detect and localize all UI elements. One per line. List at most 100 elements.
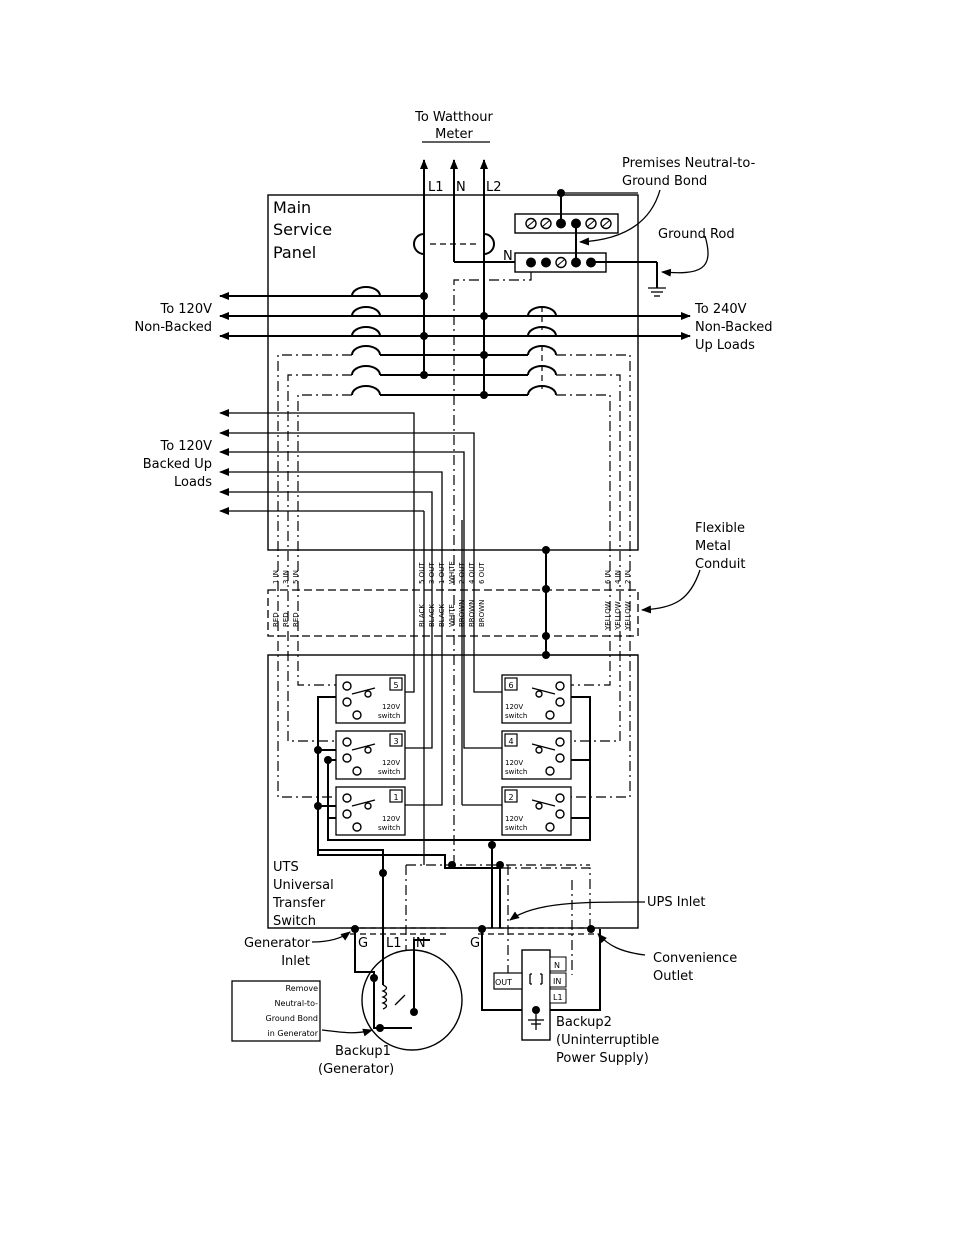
wire-6out: 6 OUT xyxy=(478,562,486,584)
color-yellow-3: YELLOW xyxy=(624,601,632,631)
switch-2-sub2: switch xyxy=(505,824,527,832)
gen-inlet-label-2: Inlet xyxy=(281,954,310,969)
meter-label-2: Meter xyxy=(435,127,473,142)
switch-3-number: 3 xyxy=(393,737,398,746)
wire-5in: 5 IN xyxy=(292,570,300,584)
nonbacked-240-label-2: Non-Backed xyxy=(695,320,773,335)
ups-l1-label: L1 xyxy=(553,993,563,1002)
nonbacked-120-label-2: Non-Backed xyxy=(135,320,213,335)
switch-5-number: 5 xyxy=(393,681,398,690)
switch-3-sub2: switch xyxy=(378,768,400,776)
nonbacked-240-label-3: Up Loads xyxy=(695,338,755,353)
gen-l1-label: L1 xyxy=(386,936,402,951)
feed-l1-label: L1 xyxy=(428,180,444,195)
panel-label-1: Main xyxy=(273,198,311,217)
color-white: WHITE xyxy=(448,604,456,627)
universal-transfer-switch xyxy=(267,654,639,929)
wire-white: WHITE xyxy=(448,561,456,584)
wire-4in: 4 IN xyxy=(614,570,622,584)
switch-6-sub1: 120V xyxy=(505,703,523,711)
convenience-label-2: Outlet xyxy=(653,969,693,984)
color-brown-2: BROWN xyxy=(468,600,476,627)
backed-label-3: Loads xyxy=(174,475,212,490)
remove-bond-leader xyxy=(321,1028,373,1037)
switch-3[interactable] xyxy=(335,730,406,780)
ground-bar xyxy=(514,213,619,234)
switch-1-number: 1 xyxy=(393,793,398,802)
switch-5[interactable] xyxy=(335,674,406,724)
ups-out-label: OUT xyxy=(495,978,512,987)
color-brown-1: BROWN xyxy=(458,600,466,627)
color-yellow-1: YELLOW xyxy=(604,601,612,631)
uts-label-2: Universal xyxy=(273,878,334,893)
meter-feed xyxy=(413,141,520,296)
backed-label-1: To 120V xyxy=(159,439,212,454)
remove-bond-note xyxy=(231,980,321,1042)
switch-2-number: 2 xyxy=(508,793,513,802)
color-red-3: RED xyxy=(292,612,300,627)
conduit-label-1: Flexible xyxy=(695,521,745,536)
panel-label-3: Panel xyxy=(273,243,316,262)
backup1-label-1: Backup1 xyxy=(335,1044,391,1059)
nonbacked-240-label-1: To 240V xyxy=(694,302,747,317)
backup2-label-2: (Uninterruptible xyxy=(556,1033,659,1048)
switch-4-sub1: 120V xyxy=(505,759,523,767)
uts-label-3: Transfer xyxy=(272,896,326,911)
backup2-label-1: Backup2 xyxy=(556,1015,612,1030)
ups-inlet-label: UPS Inlet xyxy=(647,895,706,910)
generator[interactable] xyxy=(354,873,463,1051)
bond-leader xyxy=(579,189,661,246)
wire-2out: 2 OUT xyxy=(458,562,466,584)
panel-label-2: Service xyxy=(273,220,332,239)
switch-1-sub2: switch xyxy=(378,824,400,832)
ups[interactable] xyxy=(481,929,601,1041)
switch-4[interactable] xyxy=(501,730,572,780)
switch-6[interactable] xyxy=(501,674,572,724)
conduit-label-3: Conduit xyxy=(695,557,745,572)
switch-2-sub1: 120V xyxy=(505,815,523,823)
feed-n-label: N xyxy=(456,180,466,195)
ups-n-label: N xyxy=(554,961,560,970)
nonbacked-120-label-1: To 120V xyxy=(159,302,212,317)
inlet-strip xyxy=(350,925,600,935)
wire-6in: 6 IN xyxy=(604,570,612,584)
switch-6-sub2: switch xyxy=(505,712,527,720)
ups-g-label: G xyxy=(470,936,480,951)
wire-1out: 1 OUT xyxy=(438,562,446,584)
ups-inlet-leader xyxy=(509,901,646,921)
wire-3in: 3 IN xyxy=(282,570,290,584)
gen-inlet-label-1: Generator xyxy=(244,936,311,951)
gen-in-label: IN xyxy=(412,936,426,951)
wire-3out: 3 OUT xyxy=(428,562,436,584)
meter-label-1: To Watthour xyxy=(414,110,493,125)
wire-1in: 1 IN xyxy=(272,570,280,584)
branch-circuits xyxy=(219,286,691,399)
backed-label-2: Backed Up xyxy=(143,457,212,472)
switch-feed-circuits xyxy=(277,354,631,798)
uts-label-4: Switch xyxy=(273,914,316,929)
flexible-metal-conduit xyxy=(267,589,639,637)
switch-1-sub1: 120V xyxy=(382,815,400,823)
remove-bond-4: in Generator xyxy=(268,1029,319,1038)
switch-3-sub1: 120V xyxy=(382,759,400,767)
ups-in-label: IN xyxy=(553,977,561,986)
convenience-label-1: Convenience xyxy=(653,951,737,966)
conduit-leader xyxy=(641,569,701,614)
bond-and-ground xyxy=(557,189,666,297)
neutral-bar-label: N xyxy=(503,249,513,264)
switch-1[interactable] xyxy=(335,786,406,836)
conduit-label-2: Metal xyxy=(695,539,731,554)
color-black-3: BLACK xyxy=(438,604,446,627)
bond-label-2: Ground Bond xyxy=(622,174,707,189)
gen-g-label: G xyxy=(358,936,368,951)
color-black-2: BLACK xyxy=(428,604,436,627)
uts-label-1: UTS xyxy=(273,860,299,875)
switch-4-sub2: switch xyxy=(505,768,527,776)
remove-bond-1: Remove xyxy=(286,984,319,993)
remove-bond-2: Neutral-to- xyxy=(275,999,319,1008)
remove-bond-3: Ground Bond xyxy=(266,1014,319,1023)
switch-2[interactable] xyxy=(501,786,572,836)
bond-label-1: Premises Neutral-to- xyxy=(622,156,756,171)
color-yellow-2: YELLOW xyxy=(614,601,622,631)
backup1-label-2: (Generator) xyxy=(318,1062,394,1077)
